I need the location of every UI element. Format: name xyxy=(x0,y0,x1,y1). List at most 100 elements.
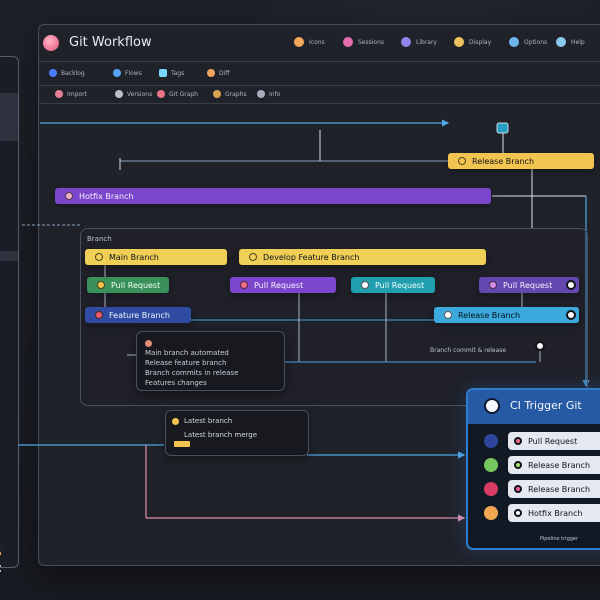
circle-icon xyxy=(49,69,57,77)
trigger-release-pill-2: Release Branch xyxy=(508,480,600,498)
trigger-icon xyxy=(484,398,500,414)
info-icon xyxy=(257,90,265,98)
library-menu-icon xyxy=(401,37,411,47)
menu-item-display[interactable]: Display xyxy=(454,37,491,47)
trigger-row-release-2[interactable]: Release Branch xyxy=(484,480,600,498)
git-graph-icon xyxy=(157,90,165,98)
release-swatch-icon-1 xyxy=(484,458,498,472)
release-branch-icon-bottom xyxy=(444,311,452,319)
menu-label-display: Display xyxy=(469,38,492,46)
subtool-info-button[interactable]: Info xyxy=(257,90,280,98)
subtool-label-import: Import xyxy=(67,90,87,98)
latest-branch-card[interactable]: Latest branch Latest branch merge xyxy=(165,410,309,456)
trigger-release-label-1: Release Branch xyxy=(528,460,591,470)
subtool-label-versions: Versions xyxy=(127,90,153,98)
branch-group-label: Branch xyxy=(87,235,112,243)
bar-icon-2 xyxy=(0,570,1,572)
menu-item-icons[interactable]: Icons xyxy=(294,37,325,47)
develop-feature-branch-icon xyxy=(249,253,257,261)
titlebar: Git Workflow Icons Sessions Library Disp… xyxy=(39,25,600,62)
ci-trigger-header: CI Trigger Git xyxy=(468,390,600,424)
develop-feature-branch-node[interactable]: Develop Feature Branch xyxy=(239,249,486,265)
hotfix-branch-label: Hotfix Branch xyxy=(79,191,134,201)
pull-request-label-3: Pull Request xyxy=(375,280,425,290)
menu-item-sessions[interactable]: Sessions xyxy=(343,37,384,47)
toolbar-backlog-button[interactable]: Backlog xyxy=(49,69,85,77)
help-menu-icon xyxy=(556,37,566,47)
release-pill-icon-2 xyxy=(514,485,522,493)
trigger-pull-request-label: Pull Request xyxy=(528,436,578,446)
toolbar-label-diff: Diff xyxy=(219,69,230,77)
trigger-footer-note: Pipeline trigger xyxy=(540,536,579,542)
hotfix-branch-node[interactable]: Hotfix Branch xyxy=(55,188,491,204)
pull-request-node-1[interactable]: Pull Request xyxy=(87,277,169,293)
menu-item-help[interactable]: Help xyxy=(556,37,585,47)
left-side-panel: ✦ xyxy=(0,56,19,572)
latest-branch-icon xyxy=(172,418,179,425)
trigger-hotfix-label: Hotfix Branch xyxy=(528,508,583,518)
latest-branch-subtitle: Latest branch merge xyxy=(184,431,258,439)
trigger-row-hotfix[interactable]: Hotfix Branch xyxy=(484,504,600,522)
develop-feature-branch-label: Develop Feature Branch xyxy=(263,252,360,262)
subtool-git-graph-button[interactable]: Git Graph xyxy=(157,90,198,98)
commit-info-icon xyxy=(145,340,152,347)
merge-point-icon xyxy=(535,341,545,351)
pull-request-icon-1 xyxy=(97,281,105,289)
menu-label-options: Options xyxy=(524,38,548,46)
release-branch-label-bottom: Release Branch xyxy=(458,310,521,320)
toolbar-flows-button[interactable]: Flows xyxy=(113,69,142,77)
subtool-label-graphs: Graphs xyxy=(225,90,247,98)
subtool-import-button[interactable]: Import xyxy=(55,90,87,98)
pull-request-node-4[interactable]: Pull Request xyxy=(479,277,579,293)
main-branch-node[interactable]: Main Branch xyxy=(85,249,227,265)
subtool-label-git-graph: Git Graph xyxy=(169,90,198,98)
release-branch-label-top: Release Branch xyxy=(472,156,535,166)
trigger-row-release-1[interactable]: Release Branch xyxy=(484,456,600,474)
branch-annotation: Branch commit & release xyxy=(430,347,507,354)
release-branch-icon xyxy=(458,157,466,165)
trigger-release-label-2: Release Branch xyxy=(528,484,591,494)
subtool-versions-button[interactable]: Versions xyxy=(115,90,152,98)
commit-info-card[interactable]: Main branch automated Release feature br… xyxy=(136,331,285,391)
feature-branch-node[interactable]: Feature Branch xyxy=(85,307,191,323)
toolbar-diff-button[interactable]: Diff xyxy=(207,69,229,77)
pull-request-pill-icon xyxy=(514,437,522,445)
toolbar-label-flows: Flows xyxy=(125,69,142,77)
toolbar-label-tags: Tags xyxy=(171,69,185,77)
release-branch-node-top[interactable]: Release Branch xyxy=(448,153,594,169)
pull-request-node-2[interactable]: Pull Request xyxy=(230,277,336,293)
pull-request-node-3[interactable]: Pull Request xyxy=(351,277,435,293)
page-title: Git Workflow xyxy=(69,35,152,50)
graphs-icon xyxy=(213,90,221,98)
trigger-row-pull-request[interactable]: Pull Request xyxy=(484,432,600,450)
status-dot-icon xyxy=(0,551,1,556)
feature-branch-label: Feature Branch xyxy=(109,310,170,320)
bar-icon-1 xyxy=(0,565,1,567)
menu-item-library[interactable]: Library xyxy=(401,37,437,47)
hotfix-swatch-icon xyxy=(484,506,498,520)
pull-request-icon-2 xyxy=(240,281,248,289)
ci-trigger-panel[interactable]: CI Trigger Git Pull Request Release Bran… xyxy=(466,388,600,550)
commit-info-line-1: Main branch automated xyxy=(145,349,229,357)
sessions-menu-icon xyxy=(343,37,353,47)
left-panel-band-top xyxy=(0,93,18,141)
menu-item-options[interactable]: Options xyxy=(509,37,547,47)
loop-icon xyxy=(113,69,121,77)
tag-icon xyxy=(159,69,167,77)
pull-request-end-icon-4 xyxy=(566,280,576,290)
release-branch-node-bottom[interactable]: Release Branch xyxy=(434,307,579,323)
toolbar-label-backlog: Backlog xyxy=(61,69,85,77)
ci-trigger-title: CI Trigger Git xyxy=(510,399,582,412)
toolbar-tags-button[interactable]: Tags xyxy=(159,69,184,77)
pull-request-label-2: Pull Request xyxy=(254,280,304,290)
menu-label-icons: Icons xyxy=(309,38,325,46)
versions-icon xyxy=(115,90,123,98)
options-menu-icon xyxy=(509,37,519,47)
pull-request-label-4: Pull Request xyxy=(503,280,553,290)
subtool-graphs-button[interactable]: Graphs xyxy=(213,90,247,98)
subtool-label-info: Info xyxy=(269,90,281,98)
trigger-release-pill-1: Release Branch xyxy=(508,456,600,474)
feature-branch-icon xyxy=(95,311,103,319)
latest-branch-title: Latest branch xyxy=(184,417,233,425)
icons-menu-icon xyxy=(294,37,304,47)
